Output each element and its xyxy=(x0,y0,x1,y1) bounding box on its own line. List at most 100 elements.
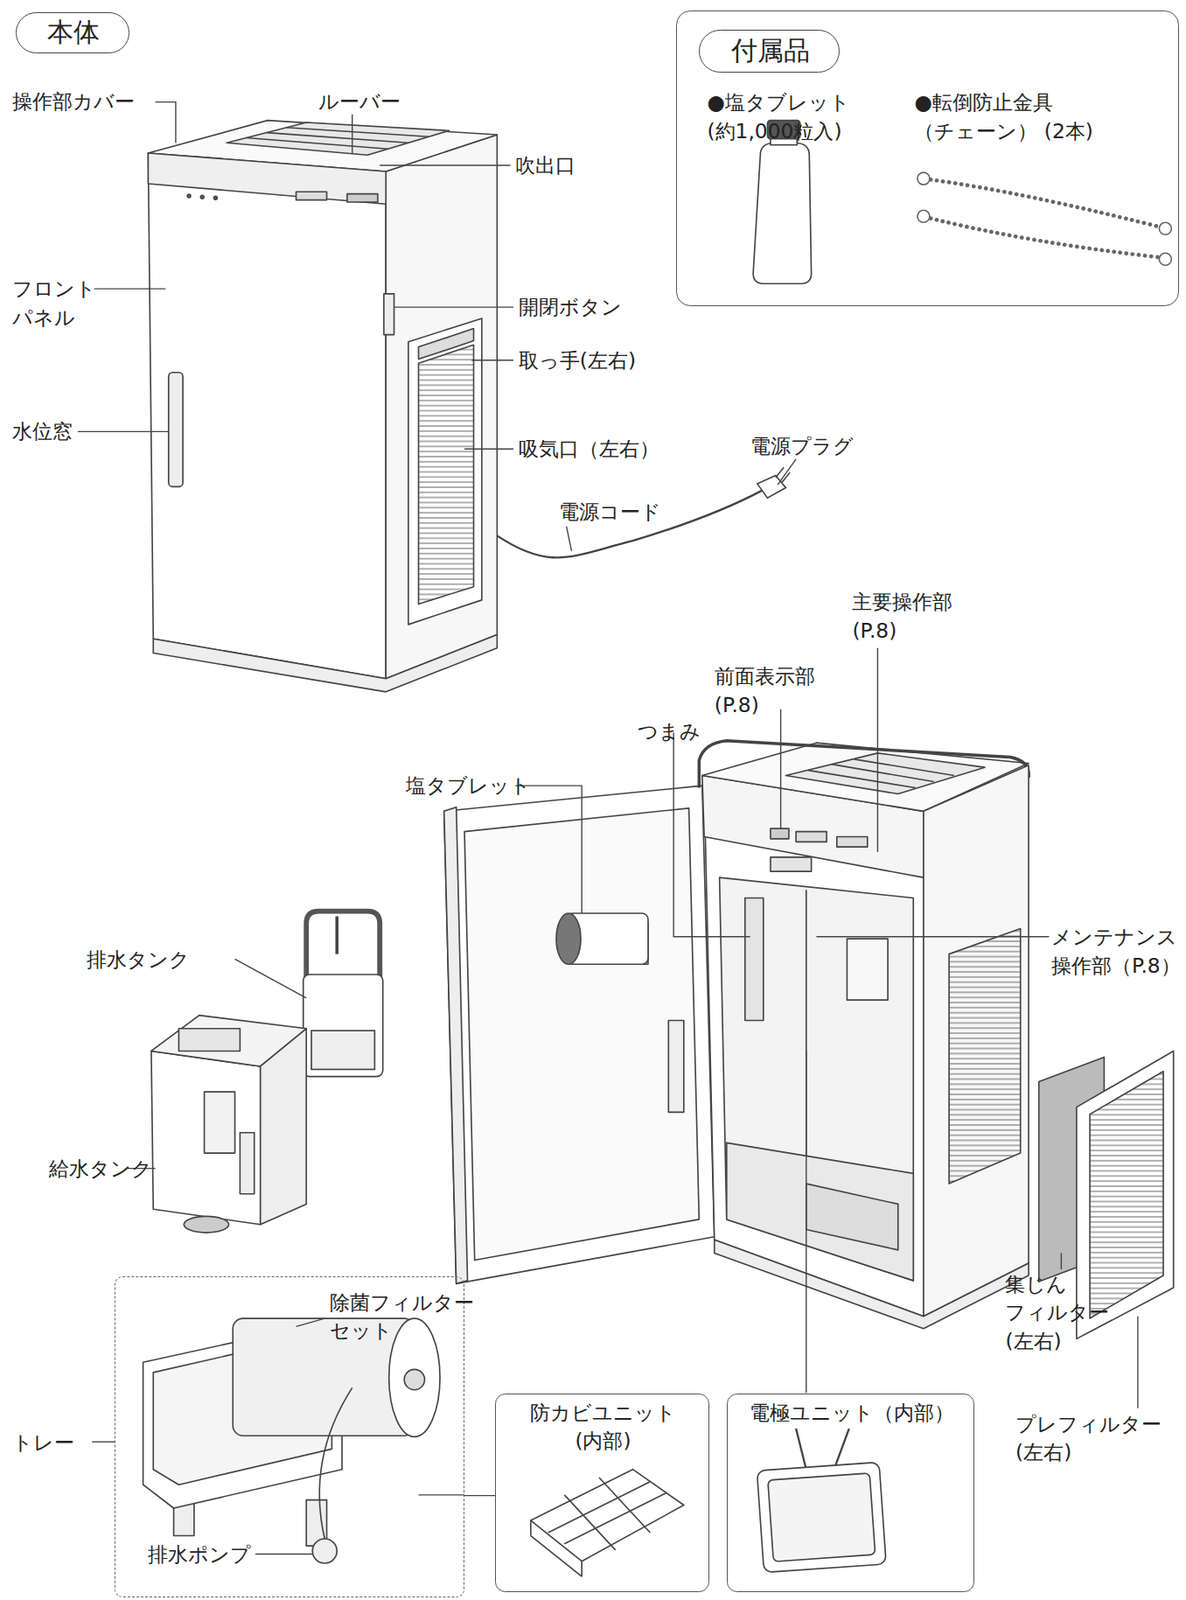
supply-tank xyxy=(260,1028,307,1225)
main-unit xyxy=(226,122,449,155)
supply-tank xyxy=(151,1015,307,1233)
open-unit xyxy=(831,764,935,782)
part-label: 集じん フィルター (左右) xyxy=(1004,1269,1117,1356)
node-text: 防カビユニット (内部) xyxy=(521,1398,685,1456)
part-label: 開閉ボタン xyxy=(518,293,622,322)
leader-lines xyxy=(515,785,582,914)
part-label: 排水タンク xyxy=(86,945,190,975)
tray xyxy=(312,1538,337,1563)
supply-tank xyxy=(239,1132,254,1194)
open-unit xyxy=(837,836,868,847)
open-unit xyxy=(795,831,827,843)
leader-lines xyxy=(780,709,782,829)
salt-bottle xyxy=(753,142,811,284)
main-unit xyxy=(418,328,475,360)
leader-lines xyxy=(235,958,307,998)
salt-bottle xyxy=(753,120,811,285)
open-unit xyxy=(948,927,1021,1184)
leader-lines xyxy=(464,448,514,450)
power-plug xyxy=(775,467,784,478)
section-pill: 付属品 xyxy=(698,29,840,73)
node-text: ●塩タブレット (約1,000粒入) xyxy=(707,88,861,146)
mold-unit xyxy=(530,1469,684,1562)
part-box: 電極ユニット（内部） xyxy=(726,1393,976,1593)
chains xyxy=(1158,222,1172,235)
main-unit xyxy=(347,194,378,203)
part-label: ルーバー xyxy=(318,87,401,117)
leader-lines xyxy=(155,102,176,144)
leader-lines xyxy=(673,732,750,937)
leader-lines xyxy=(255,1553,313,1555)
part-label: 電源プラグ xyxy=(750,432,854,461)
part-label: トレー xyxy=(12,1428,75,1458)
supply-tank xyxy=(183,1215,229,1233)
open-unit xyxy=(745,897,764,1020)
main-unit xyxy=(408,318,482,625)
open-unit xyxy=(785,753,984,795)
part-label: プレフィルター (左右) xyxy=(1015,1409,1167,1467)
main-unit xyxy=(147,120,497,692)
part-label: 吸気口（左右） xyxy=(518,434,660,464)
main-unit xyxy=(214,195,218,200)
supply-tank xyxy=(178,1028,240,1052)
node-text: 本体 xyxy=(16,13,132,51)
leader-lines xyxy=(394,306,514,307)
leader-lines xyxy=(351,114,353,154)
open-unit xyxy=(556,913,581,964)
tray xyxy=(319,1387,352,1539)
part-label: メンテナンス 操作部（P.8） xyxy=(1051,922,1185,980)
tray xyxy=(143,1318,440,1563)
node-text: 除菌フィルター セット xyxy=(329,1288,483,1346)
leader-lines xyxy=(816,935,1049,937)
leader-lines xyxy=(379,164,510,166)
open-unit xyxy=(846,938,888,1000)
drain-tank xyxy=(334,915,338,954)
part-label: 水位窓 xyxy=(12,417,73,447)
leader-lines xyxy=(805,1050,807,1393)
leader-lines xyxy=(877,648,879,852)
main-unit xyxy=(147,153,386,204)
part-label: 塩タブレット xyxy=(405,771,531,801)
drain-tank xyxy=(306,911,380,980)
main-unit xyxy=(296,191,328,200)
main-unit xyxy=(200,195,204,199)
drain-tank xyxy=(303,911,384,1077)
leader-lines xyxy=(1060,1252,1062,1270)
supply-tank xyxy=(204,1091,236,1153)
part-label: 排水ポンプ xyxy=(147,1540,252,1570)
mold-unit xyxy=(564,1494,615,1550)
accessory-box: ●塩タブレット (約1,000粒入)●転倒防止金具（チェーン） (2本)付属品 xyxy=(676,10,1180,307)
mold-unit xyxy=(530,1469,684,1577)
leader-connector xyxy=(464,1494,496,1496)
drain-tank xyxy=(303,974,384,1077)
open-unit xyxy=(923,765,1029,1317)
open-unit xyxy=(668,1019,684,1112)
main-unit xyxy=(147,153,386,679)
part-label: 吹出口 xyxy=(515,151,576,181)
chains xyxy=(917,172,930,185)
part-label: 取っ手(左右) xyxy=(518,346,636,376)
electrode-unit xyxy=(767,1472,876,1562)
mold-unit xyxy=(564,1492,667,1544)
electrode-unit xyxy=(756,1428,887,1573)
tray xyxy=(389,1318,440,1437)
chains xyxy=(917,172,1172,266)
part-label: 給水タンク xyxy=(48,1154,153,1184)
open-unit xyxy=(698,740,1029,789)
main-unit xyxy=(153,634,497,692)
electrode-unit xyxy=(795,1428,850,1470)
filters xyxy=(1089,1071,1164,1319)
section-pill: 本体 xyxy=(15,12,131,54)
mold-unit xyxy=(548,1481,651,1533)
part-label: 電源コード xyxy=(558,497,662,527)
mold-unit xyxy=(530,1535,582,1577)
supply-tank xyxy=(151,1050,261,1224)
leader-lines xyxy=(777,459,796,485)
leader-lines xyxy=(91,1440,115,1442)
leader-lines xyxy=(418,1493,465,1495)
open-unit xyxy=(444,740,1030,1329)
open-unit xyxy=(770,828,789,839)
